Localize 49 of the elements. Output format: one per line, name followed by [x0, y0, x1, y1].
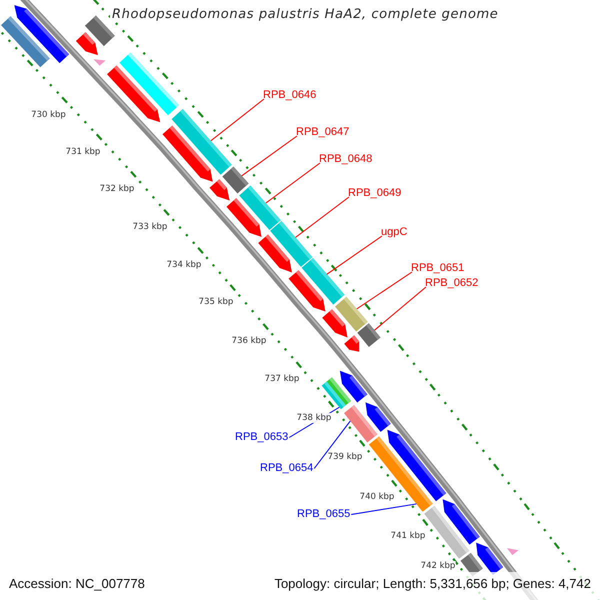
gene-label: RPB_0649 [348, 187, 402, 200]
gene-pentagon [442, 499, 480, 545]
gene-pentagon [76, 32, 98, 56]
leader-line [210, 98, 264, 142]
scale-label: 733 kbp [132, 222, 168, 232]
footer-text: Topology: circular; Length: 5,331,656 bp; Genes: 4,742 [274, 576, 591, 592]
gene-label: RPB_0646 [263, 89, 316, 102]
gene-pentagon [344, 335, 360, 352]
scale-label: 736 kbp [232, 336, 266, 346]
title: Rhodopseudomonas palustris HaA2, complete genome [110, 7, 500, 22]
gene-pentagon [210, 179, 230, 200]
scale-label: 735 kbp [198, 297, 234, 307]
scale-label: 737 kbp [264, 374, 300, 384]
leader-line [374, 286, 426, 331]
leader-line [241, 136, 298, 176]
footer-text: Accession: NC_007778 [9, 576, 145, 592]
gene-label: RPB_0653 [235, 431, 288, 444]
scale-label: 734 kbp [166, 260, 202, 270]
gene-block [357, 323, 380, 347]
gene-pentagon [322, 309, 348, 338]
gene-pentagon [340, 370, 368, 402]
scale-label: 740 kbp [360, 492, 394, 502]
scale-label: 738 kbp [296, 413, 332, 423]
gene-pentagon [288, 270, 326, 312]
gene-pentagon [366, 402, 391, 432]
gene-label: RPB_0654 [260, 462, 314, 475]
leader-line [350, 503, 417, 515]
scale-label: 739 kbp [328, 452, 362, 462]
gene-label: RPB_0647 [296, 126, 350, 139]
gene-label: ugpC [381, 226, 408, 239]
gene-pentagon [258, 234, 292, 272]
scale-label: 741 kbp [390, 531, 426, 541]
leader-line [326, 236, 382, 275]
scale-label: 742 kbp [420, 561, 456, 571]
leader-line [265, 162, 320, 204]
gene-label: RPB_0651 [411, 262, 464, 275]
gene-pentagon [14, 5, 70, 64]
leader-line [295, 196, 350, 238]
gene-label: RPB_0648 [319, 153, 372, 166]
scale-label: 731 kbp [66, 147, 100, 157]
gene-label: RPB_0655 [297, 508, 350, 521]
scale-label: 730 kbp [31, 110, 66, 120]
gene-pentagon [107, 66, 160, 122]
gene-pentagon [226, 198, 262, 237]
gene-label: RPB_0652 [425, 277, 478, 290]
gene-pentagon [162, 126, 213, 182]
leader-line [356, 272, 412, 310]
scale-label: 732 kbp [100, 184, 134, 194]
leader-line [314, 420, 351, 469]
